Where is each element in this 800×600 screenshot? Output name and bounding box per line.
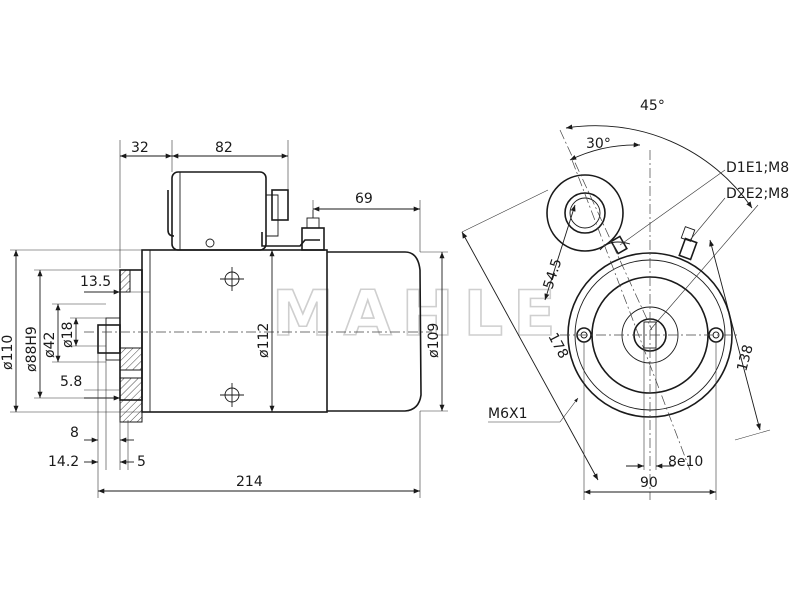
dim-5: 5	[137, 454, 146, 470]
pilot-hatch	[119, 347, 143, 371]
dim-13-5: 13.5	[80, 274, 111, 290]
side-view: 32 82 69 13.5 ø110 ø88H9 ø42 ø18 ø112 ø	[0, 140, 448, 498]
dim-14-2: 14.2	[48, 454, 79, 470]
dim-82: 82	[215, 140, 233, 156]
dim-32: 32	[131, 140, 149, 156]
dim-112: ø112	[256, 323, 272, 358]
terminal-strap	[261, 232, 320, 247]
dim-8e10: 8e10	[668, 454, 703, 470]
dim-69: 69	[355, 191, 373, 207]
pinion	[97, 324, 121, 354]
dim-18: ø18	[60, 322, 76, 348]
solenoid-terminal	[271, 189, 289, 221]
dim-5-8: 5.8	[60, 374, 82, 390]
dim-214: 214	[236, 474, 263, 490]
dim-110: ø110	[0, 335, 16, 370]
dim-138: 138	[734, 343, 756, 373]
angle-30: 30°	[586, 136, 611, 152]
flange-hatch-top	[119, 269, 131, 293]
dim-109: ø109	[426, 323, 442, 358]
solenoid	[171, 171, 267, 251]
watermark-logo: MAHLE	[272, 277, 565, 350]
angle-45: 45°	[640, 98, 665, 114]
dim-8: 8	[70, 425, 79, 441]
dim-88h9: ø88H9	[24, 326, 40, 372]
label-d2e2-m8: D2E2;M8	[726, 186, 789, 202]
dim-90: 90	[640, 475, 658, 491]
label-m6x1: M6X1	[488, 406, 527, 422]
terminal-d2e2	[678, 226, 698, 261]
solenoid-end	[546, 174, 624, 252]
front-cover	[327, 251, 422, 412]
pinion-shaft	[105, 317, 121, 361]
flange-hatch-bottom	[119, 377, 143, 423]
end-view: 45° 30° D1E1;M8 D2E2;M8 54.5 178 138 M6X…	[461, 98, 789, 500]
dim-42: ø42	[42, 332, 58, 358]
label-d1e1-m8: D1E1;M8	[726, 160, 789, 176]
main-terminal-stud	[301, 227, 325, 251]
